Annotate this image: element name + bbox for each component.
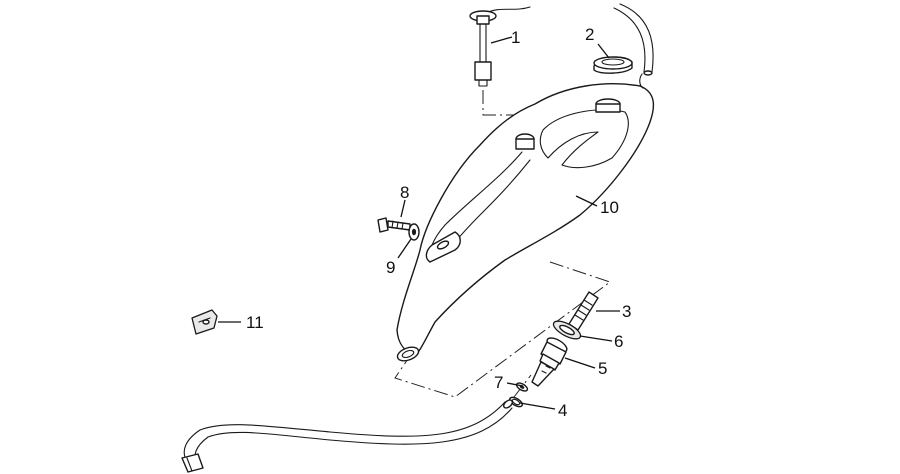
callout-11: 11 <box>246 313 264 332</box>
callout-6: 6 <box>614 332 623 351</box>
breather-hose <box>613 3 654 89</box>
filler-cap <box>593 56 633 74</box>
gasket <box>552 320 582 340</box>
leader-7 <box>506 382 524 387</box>
tank-mount-hole <box>436 240 450 250</box>
hose-clip <box>191 309 218 335</box>
callout-3: 3 <box>622 302 631 321</box>
callout-4: 4 <box>558 401 567 420</box>
callout-10: 10 <box>600 198 619 217</box>
leader-9 <box>397 238 412 259</box>
filler-neck-wall <box>595 103 621 113</box>
fuel-tank <box>396 83 655 362</box>
fuel-filter <box>568 291 599 331</box>
o-ring <box>515 382 529 392</box>
leader-8 <box>400 199 406 218</box>
leader-1 <box>490 36 513 44</box>
callout-1: 1 <box>511 28 520 47</box>
callout-7: 7 <box>494 373 503 392</box>
outlet-bore <box>401 349 415 359</box>
alignment-line-sender <box>482 90 525 116</box>
callout-2: 2 <box>585 25 594 44</box>
leader-10 <box>575 195 598 207</box>
hose-clamp <box>508 396 524 408</box>
outlet-spigot <box>396 346 420 362</box>
washer <box>408 223 420 241</box>
callout-9: 9 <box>386 258 395 277</box>
callout-5: 5 <box>598 359 607 378</box>
leader-4 <box>519 402 556 410</box>
leader-6 <box>579 335 613 342</box>
leader-5 <box>564 357 596 369</box>
alignment-box-tap <box>394 261 612 398</box>
fuel-tap <box>531 337 568 387</box>
callout-8: 8 <box>400 183 409 202</box>
mounting-bolt <box>377 217 411 233</box>
leader-2 <box>597 43 610 59</box>
sender-opening-collar <box>515 138 535 150</box>
fuel-level-sender <box>469 6 531 87</box>
fuel-hose <box>181 399 513 473</box>
